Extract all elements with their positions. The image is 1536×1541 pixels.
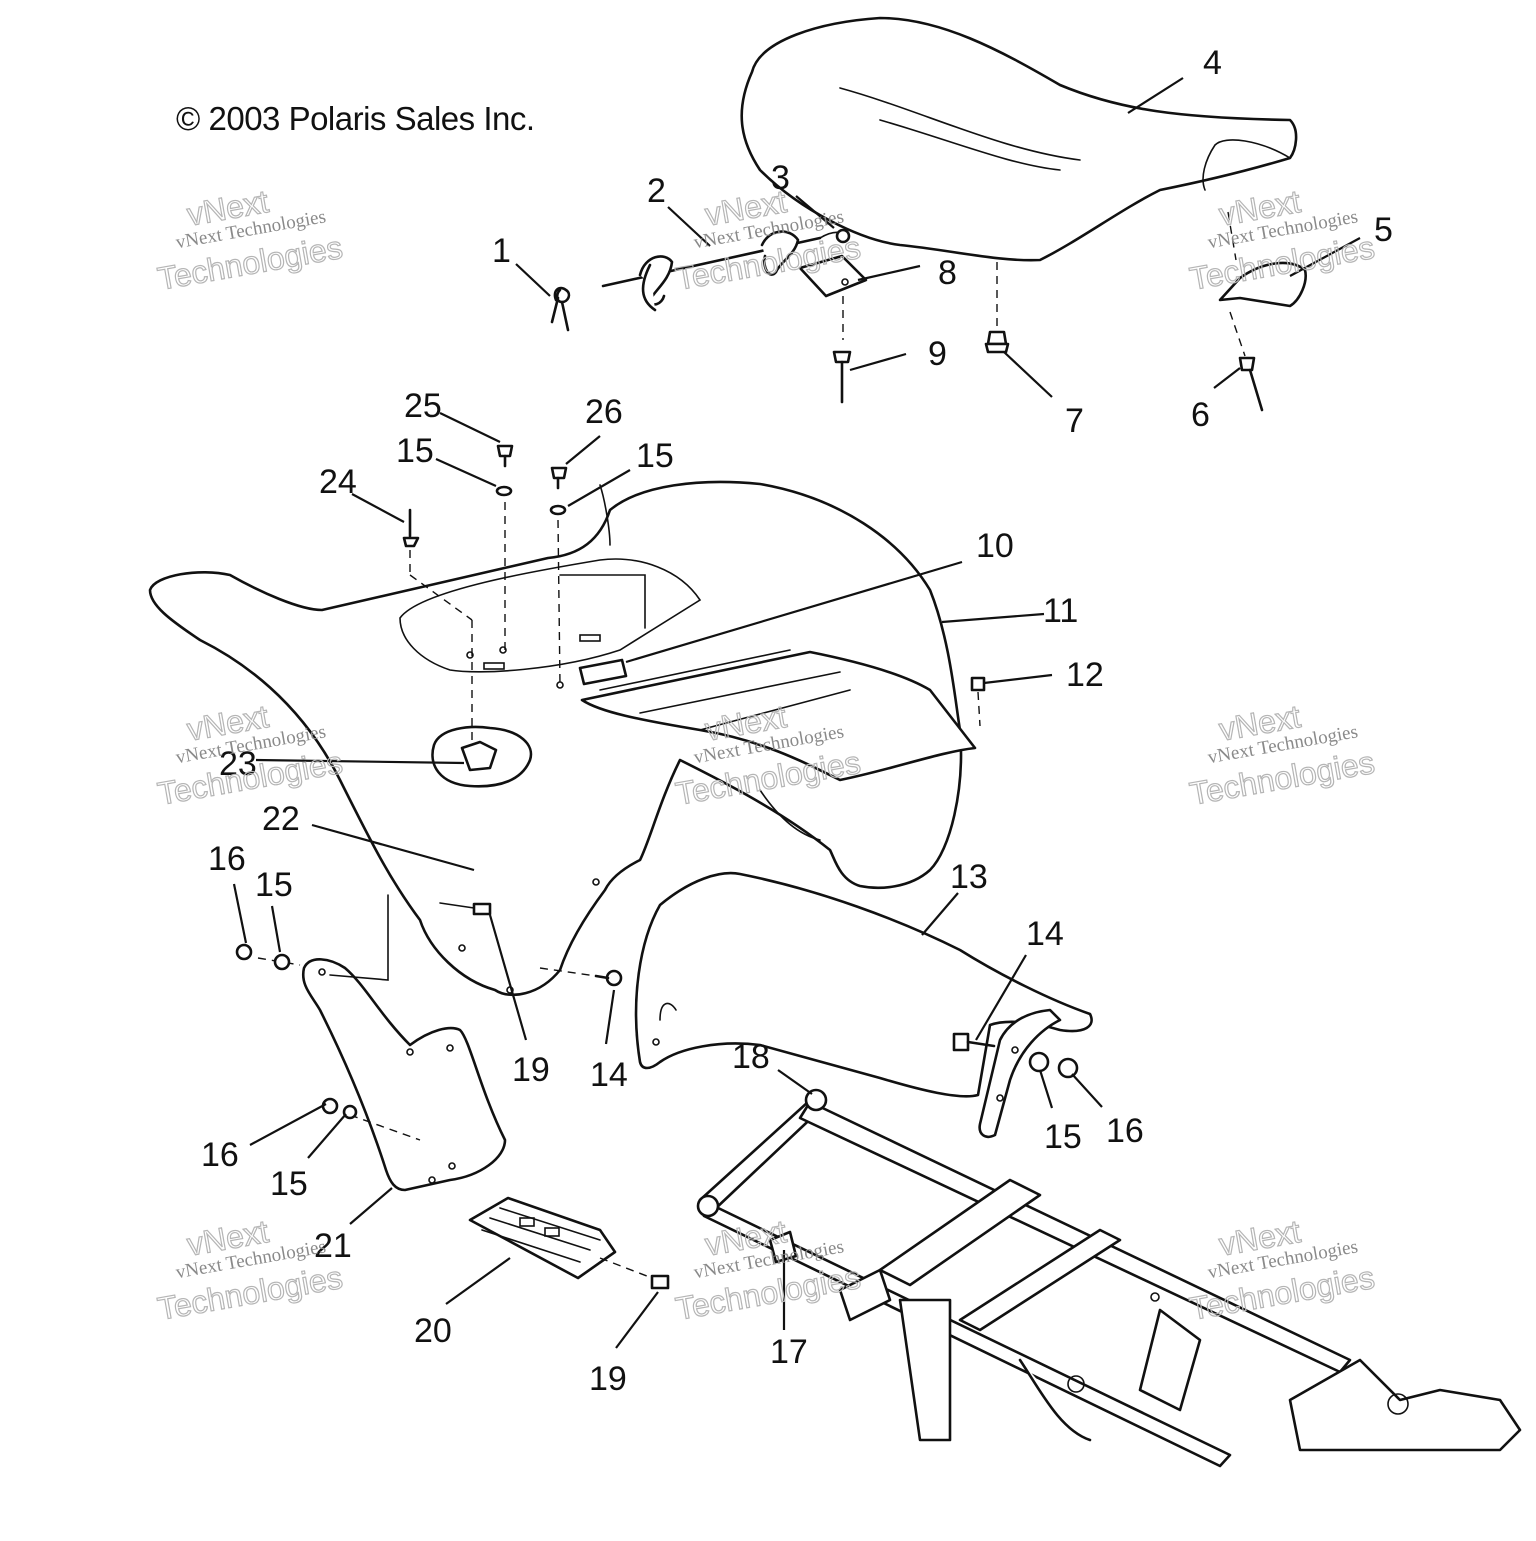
callout-5: 5 xyxy=(1374,211,1393,249)
callout-8: 8 xyxy=(938,254,957,292)
watermark-bl: vNext vNext Technologies Technologies xyxy=(154,1213,345,1328)
rear-bracket-part xyxy=(1218,211,1307,308)
nut-left-upper-part xyxy=(235,943,253,961)
nut-left-lower-part xyxy=(321,1097,339,1115)
fastener-6-part xyxy=(1238,356,1264,412)
callout-19-lower: 19 xyxy=(589,1360,627,1398)
washer-left-lower-part xyxy=(342,1104,358,1120)
seat-bracket-part xyxy=(798,254,868,298)
callout-22: 22 xyxy=(262,800,300,838)
nut-right-part xyxy=(1057,1057,1079,1079)
callout-25: 25 xyxy=(404,387,442,425)
callout-18: 18 xyxy=(732,1038,770,1076)
callout-10: 10 xyxy=(976,527,1014,565)
callout-6: 6 xyxy=(1191,396,1210,434)
footrest-part xyxy=(468,1196,617,1280)
callout-3: 3 xyxy=(771,159,790,197)
callout-14-right: 14 xyxy=(1026,915,1064,953)
bumper-part xyxy=(984,330,1010,354)
callout-15-top-left: 15 xyxy=(396,432,434,470)
callout-12: 12 xyxy=(1066,656,1104,694)
callout-14-left: 14 xyxy=(590,1056,628,1094)
nut-plate-part xyxy=(970,676,986,692)
washer-25-part xyxy=(495,485,513,497)
screw-25-part xyxy=(496,444,514,468)
copyright-notice: © 2003 Polaris Sales Inc. xyxy=(176,100,535,137)
clip-part xyxy=(835,228,851,244)
screw-19-lower-part xyxy=(650,1274,670,1290)
callout-15-left-upper: 15 xyxy=(255,866,293,904)
callout-7: 7 xyxy=(1065,402,1084,440)
callout-9: 9 xyxy=(928,335,947,373)
torsion-spring-part xyxy=(550,286,571,332)
watermark-tl: vNext vNext Technologies Technologies xyxy=(154,183,345,298)
callout-21: 21 xyxy=(314,1227,352,1265)
washer-26-part xyxy=(549,504,567,516)
callout-15-right: 15 xyxy=(1044,1118,1082,1156)
mount-bracket-part xyxy=(978,1008,1062,1139)
callout-23: 23 xyxy=(219,745,257,783)
watermark-mr: vNext vNext Technologies Technologies xyxy=(1186,698,1377,813)
callout-15-top-right: 15 xyxy=(636,437,674,475)
mud-flap-part xyxy=(301,958,507,1192)
bolt-14-left-part xyxy=(594,969,623,987)
leader-lines xyxy=(232,77,1361,1349)
side-panel-part xyxy=(634,871,1093,1098)
watermark-tr: vNext vNext Technologies Technologies xyxy=(1186,183,1377,298)
watermark-br: vNext vNext Technologies Technologies xyxy=(1186,1213,1377,1328)
callout-24: 24 xyxy=(319,463,357,501)
callout-1: 1 xyxy=(492,232,511,270)
frame-part xyxy=(696,1088,1522,1468)
watermark-bc: vNext vNext Technologies Technologies xyxy=(672,1213,863,1328)
callout-11: 11 xyxy=(1043,592,1078,630)
screw-9-part xyxy=(832,350,852,404)
washer-right-part xyxy=(1028,1051,1050,1073)
callout-2: 2 xyxy=(647,172,666,210)
callout-17: 17 xyxy=(770,1333,808,1371)
callout-16-right: 16 xyxy=(1106,1112,1144,1150)
screw-26-part xyxy=(550,466,568,490)
rivet-24-part xyxy=(402,508,420,548)
callout-labels: 1 2 3 4 5 6 7 8 9 10 11 12 13 14 14 15 1… xyxy=(201,44,1393,1398)
callout-19-upper: 19 xyxy=(512,1051,550,1089)
washer-left-upper-part xyxy=(273,953,291,971)
latch-rod-part xyxy=(601,230,849,312)
callout-16-left-lower: 16 xyxy=(201,1136,239,1174)
rear-fender-part xyxy=(148,480,977,997)
callout-20: 20 xyxy=(414,1312,452,1350)
bolt-14-right-part xyxy=(952,1032,996,1052)
callout-13: 13 xyxy=(950,858,988,896)
callout-16-left-upper: 16 xyxy=(208,840,246,878)
callout-4: 4 xyxy=(1203,44,1222,82)
seat-part xyxy=(740,16,1298,262)
callout-26: 26 xyxy=(585,393,623,431)
callout-15-left-lower: 15 xyxy=(270,1165,308,1203)
grommet-part xyxy=(431,725,533,788)
screw-19-upper-part xyxy=(439,902,492,916)
